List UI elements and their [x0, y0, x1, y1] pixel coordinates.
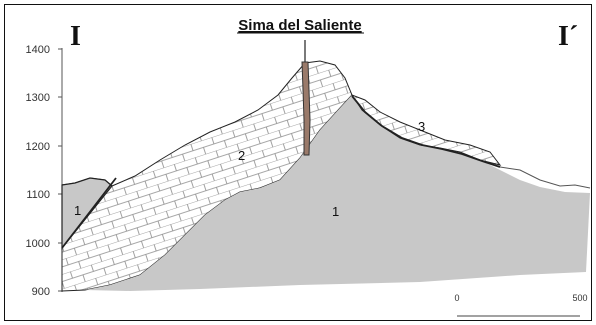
contact-line-right	[351, 95, 501, 168]
section-start-label: I	[70, 21, 81, 52]
surface-right	[499, 166, 591, 189]
y-tick-label: 1000	[26, 238, 50, 250]
unit-label-basement: 1	[332, 204, 339, 219]
y-tick-label: 900	[32, 286, 50, 298]
y-tick-label: 1300	[26, 92, 50, 104]
y-axis-ticks	[58, 48, 62, 292]
scale-end-label: 500	[572, 293, 587, 303]
scale-start-label: 0	[454, 293, 459, 303]
fault-line-left	[61, 177, 117, 249]
basement-unit	[85, 95, 590, 291]
section-end-label: I´	[558, 21, 578, 52]
unit-label-cover: 3	[418, 119, 425, 134]
y-tick-label: 1100	[26, 189, 50, 201]
y-tick-label: 1400	[26, 44, 50, 56]
unit-label-basement-left: 1	[74, 203, 81, 218]
cave-shaft	[301, 61, 311, 156]
y-tick-label: 1200	[26, 141, 50, 153]
cave-title: Sima del Saliente	[238, 17, 361, 34]
unit-label-limestone: 2	[238, 148, 245, 163]
